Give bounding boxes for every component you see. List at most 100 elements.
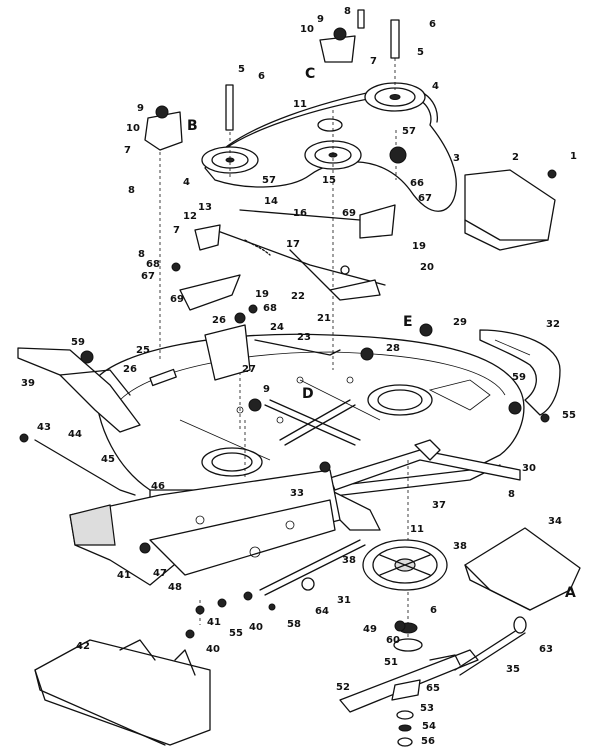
callout-label: 64 — [315, 606, 329, 617]
callout-label: 68 — [146, 259, 160, 270]
callout-label: 20 — [420, 262, 434, 273]
callout-label: 43 — [37, 422, 51, 433]
callout-label: 39 — [21, 378, 35, 389]
callout-label: 7 — [370, 56, 377, 67]
callout-label: 42 — [76, 641, 90, 652]
callout-label: 1 — [570, 151, 577, 162]
callout-label: 41 — [117, 570, 131, 581]
callout-label: 14 — [264, 196, 278, 207]
callout-label: 5 — [417, 47, 424, 58]
callout-label: 63 — [539, 644, 553, 655]
callout-label: 6 — [258, 71, 265, 82]
callout-label: 2 — [512, 152, 519, 163]
callout-label: 28 — [386, 343, 400, 354]
callout-label: 9 — [137, 103, 144, 114]
callout-label: 57 — [402, 126, 416, 137]
callout-label: 6 — [430, 605, 437, 616]
callout-label: 59 — [512, 372, 526, 383]
callout-label: 26 — [123, 364, 137, 375]
callout-label: 9 — [317, 14, 324, 25]
callout-label: 56 — [421, 736, 435, 747]
callout-label: 34 — [548, 516, 562, 527]
callout-label: 5 — [238, 64, 245, 75]
callout-label: 27 — [242, 364, 256, 375]
rod-35 — [454, 616, 527, 676]
callout-label: 19 — [412, 241, 426, 252]
callout-label: 21 — [317, 313, 331, 324]
callout-label: 35 — [506, 664, 520, 675]
callout-label: 52 — [336, 682, 350, 693]
callout-label: 11 — [293, 99, 307, 110]
callout-label: 54 — [422, 721, 436, 732]
callout-label: 31 — [337, 595, 351, 606]
bracket-b — [144, 105, 183, 151]
callout-label: 69 — [170, 294, 184, 305]
right-arm-32 — [479, 329, 561, 416]
callout-label: 29 — [453, 317, 467, 328]
callout-label: 3 — [453, 153, 460, 164]
callout-label: 8 — [508, 489, 515, 500]
callout-label: 67 — [141, 271, 155, 282]
callout-label: 38 — [342, 555, 356, 566]
bolts — [149, 9, 400, 387]
callout-label: 44 — [68, 429, 82, 440]
blade-52 — [339, 649, 479, 747]
callout-label: 38 — [453, 541, 467, 552]
callout-label: 26 — [212, 315, 226, 326]
callout-label: 10 — [300, 24, 314, 35]
belt-cover-2 — [464, 169, 556, 251]
callout-label: 67 — [418, 193, 432, 204]
callout-label: 6 — [429, 19, 436, 30]
callout-label: 66 — [410, 178, 424, 189]
callout-label: 30 — [522, 463, 536, 474]
callout-label: 65 — [426, 683, 440, 694]
callout-label: 9 — [263, 384, 270, 395]
rods — [34, 439, 366, 596]
reference-letter-e: E — [403, 314, 413, 330]
callout-label: 19 — [255, 289, 269, 300]
callout-label: 12 — [183, 211, 197, 222]
idler-assembly — [179, 204, 396, 381]
shield-34 — [464, 527, 581, 611]
callout-label: 41 — [207, 617, 221, 628]
callout-label: 46 — [151, 481, 165, 492]
callout-label: 49 — [363, 624, 377, 635]
bracket-c — [319, 27, 356, 63]
drive-belt-3 — [204, 86, 457, 212]
callout-label: 10 — [126, 123, 140, 134]
callout-label: 11 — [410, 524, 424, 535]
callout-label: 33 — [290, 488, 304, 499]
callout-label: 58 — [287, 619, 301, 630]
callout-label: 32 — [546, 319, 560, 330]
deflector-42 — [34, 639, 211, 746]
callout-label: 13 — [198, 202, 212, 213]
callout-label: 4 — [432, 81, 439, 92]
callout-label: 8 — [344, 6, 351, 17]
callout-label: 17 — [286, 239, 300, 250]
callout-label: 4 — [183, 177, 190, 188]
callout-label: 15 — [322, 175, 336, 186]
callout-label: 7 — [173, 225, 180, 236]
callout-label: 40 — [206, 644, 220, 655]
callout-label: 55 — [229, 628, 243, 639]
callout-label: 24 — [270, 322, 284, 333]
callout-label: 8 — [138, 249, 145, 260]
callout-label: 51 — [384, 657, 398, 668]
callout-label: 8 — [128, 185, 135, 196]
callout-labels: 1234455666777888899910101111121314151617… — [21, 6, 577, 747]
callout-label: 53 — [420, 703, 434, 714]
reference-letter-d: D — [302, 386, 314, 402]
spindle-38 — [362, 539, 448, 652]
reference-letter-b: B — [187, 118, 198, 134]
callout-label: 22 — [291, 291, 305, 302]
callout-label: 59 — [71, 337, 85, 348]
callout-label: 40 — [249, 622, 263, 633]
callout-label: 68 — [263, 303, 277, 314]
reference-letter-a: A — [565, 585, 576, 601]
callout-label: 23 — [297, 332, 311, 343]
hardware — [19, 146, 557, 639]
callout-label: 57 — [262, 175, 276, 186]
callout-label: 55 — [562, 410, 576, 421]
